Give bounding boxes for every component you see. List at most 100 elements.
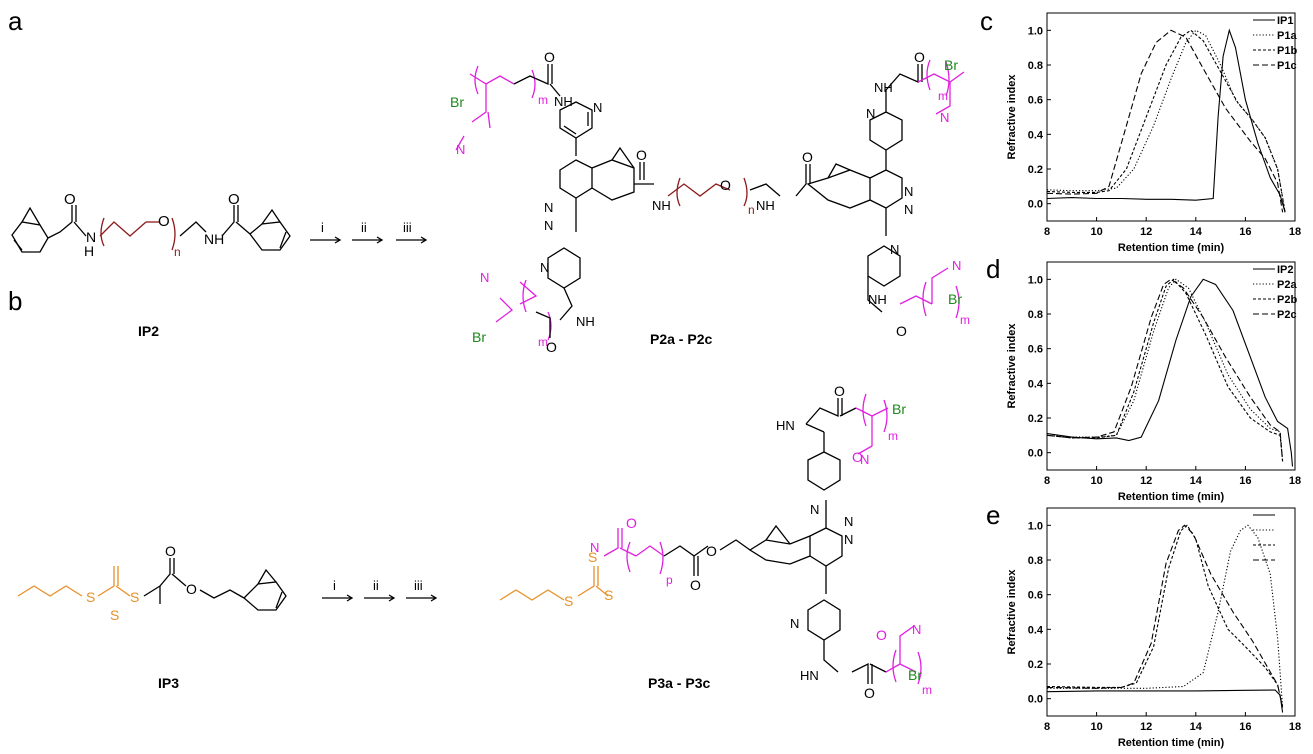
- y-axis-label: Refractive index: [1006, 323, 1018, 409]
- atom-o: O: [186, 581, 197, 597]
- series-line-p2b: [1047, 278, 1284, 462]
- legend-label: IP2: [1277, 264, 1294, 276]
- panel-label-e: e: [986, 500, 1000, 530]
- atom-n: N: [790, 616, 799, 631]
- atom-n: N: [590, 540, 599, 555]
- atom-n: N: [544, 218, 553, 233]
- x-tick-label: 14: [1190, 475, 1203, 487]
- atom-o: O: [720, 177, 731, 193]
- panel-label-a: a: [8, 6, 23, 36]
- x-tick-label: 18: [1289, 226, 1301, 238]
- atom-n: N: [912, 622, 921, 637]
- scheme-b: S S S O O i ii iii: [17, 383, 932, 701]
- subscript-m: m: [922, 683, 932, 697]
- atom-nh: NH: [756, 198, 775, 213]
- series-line-4: [1047, 524, 1284, 708]
- atom-o: O: [228, 191, 240, 208]
- atom-n: N: [940, 110, 949, 125]
- series-line-p1c: [1047, 29, 1284, 213]
- reaction-arrows-a: [310, 236, 428, 244]
- step-label-iii: iii: [403, 220, 412, 235]
- atom-hn: HN: [800, 668, 819, 683]
- x-tick-label: 16: [1239, 721, 1251, 733]
- atom-nh: NH: [554, 94, 573, 109]
- y-tick-label: 0.8: [1028, 60, 1043, 72]
- atom-o-peg: O: [158, 213, 170, 230]
- x-tick-label: 8: [1044, 475, 1050, 487]
- panel-label-d: d: [986, 254, 1000, 284]
- step-label-iii: iii: [414, 578, 423, 593]
- atom-hn: HN: [776, 418, 795, 433]
- x-tick-label: 14: [1190, 721, 1203, 733]
- subscript-m: m: [538, 93, 548, 107]
- atom-br: Br: [472, 329, 486, 345]
- atom-br: Br: [944, 57, 958, 73]
- atom-o: O: [636, 147, 647, 163]
- atom-n: N: [456, 142, 465, 157]
- subscript-p: p: [666, 573, 673, 587]
- y-tick-label: 1.0: [1028, 274, 1043, 286]
- y-tick-label: 0.4: [1028, 624, 1044, 636]
- series-line-ip1: [1047, 28, 1286, 213]
- y-tick-label: 0.2: [1028, 659, 1043, 671]
- atom-n: N: [810, 502, 819, 517]
- x-axis-label: Retention time (min): [1118, 491, 1225, 503]
- legend-label: P2c: [1277, 309, 1297, 321]
- y-tick-label: 0.0: [1028, 694, 1043, 706]
- legend-label: P1b: [1277, 45, 1297, 57]
- series-line-p2a: [1047, 278, 1284, 462]
- atom-nh: NH: [652, 198, 671, 213]
- p2-structure: [455, 59, 965, 341]
- p3-structure: [499, 393, 922, 685]
- atom-s: S: [110, 607, 119, 623]
- panel-label-c: c: [980, 6, 993, 36]
- x-tick-label: 8: [1044, 226, 1050, 238]
- x-axis-label: Retention time (min): [1118, 737, 1225, 749]
- atom-o: O: [864, 685, 875, 701]
- y-tick-label: 0.6: [1028, 344, 1043, 356]
- subscript-n: n: [748, 203, 755, 217]
- x-tick-label: 8: [1044, 721, 1050, 733]
- plot-frame: [1046, 507, 1296, 717]
- series-line-p2c: [1047, 278, 1284, 462]
- x-tick-label: 10: [1090, 475, 1102, 487]
- y-tick-label: 0.4: [1028, 129, 1044, 141]
- y-tick-label: 1.0: [1028, 25, 1043, 37]
- step-label-i: i: [321, 220, 324, 235]
- atom-n: N: [480, 270, 489, 285]
- y-tick-label: 0.0: [1028, 448, 1043, 460]
- ip2-structure: [11, 205, 291, 253]
- reaction-arrows-b: [322, 594, 438, 602]
- atom-o: O: [852, 449, 863, 465]
- series-line-2: [1047, 524, 1284, 708]
- step-label-ii: ii: [361, 220, 367, 235]
- atom-h: H: [84, 243, 94, 259]
- subscript-m: m: [538, 335, 548, 349]
- x-tick-label: 18: [1289, 475, 1301, 487]
- atom-o: O: [626, 515, 637, 531]
- atom-br: Br: [948, 291, 962, 307]
- x-tick-label: 10: [1090, 226, 1102, 238]
- ip3-structure: [17, 558, 287, 611]
- y-tick-label: 0.6: [1028, 590, 1043, 602]
- atom-br: Br: [892, 401, 906, 417]
- atom-s: S: [564, 593, 573, 609]
- atom-n: N: [904, 202, 913, 217]
- y-tick-label: 0.2: [1028, 413, 1043, 425]
- atom-s: S: [86, 589, 95, 605]
- atom-o: O: [64, 191, 76, 208]
- x-tick-label: 10: [1090, 721, 1102, 733]
- atom-s: S: [604, 587, 613, 603]
- y-axis-label: Refractive index: [1006, 74, 1018, 160]
- y-tick-label: 0.2: [1028, 164, 1043, 176]
- legend-label: P2a: [1277, 279, 1297, 291]
- atom-s: S: [130, 589, 139, 605]
- compound-label-p2: P2a - P2c: [650, 331, 712, 347]
- x-tick-label: 12: [1140, 475, 1152, 487]
- atom-o: O: [544, 49, 555, 65]
- subscript-m: m: [888, 429, 898, 443]
- atom-n: N: [593, 100, 602, 115]
